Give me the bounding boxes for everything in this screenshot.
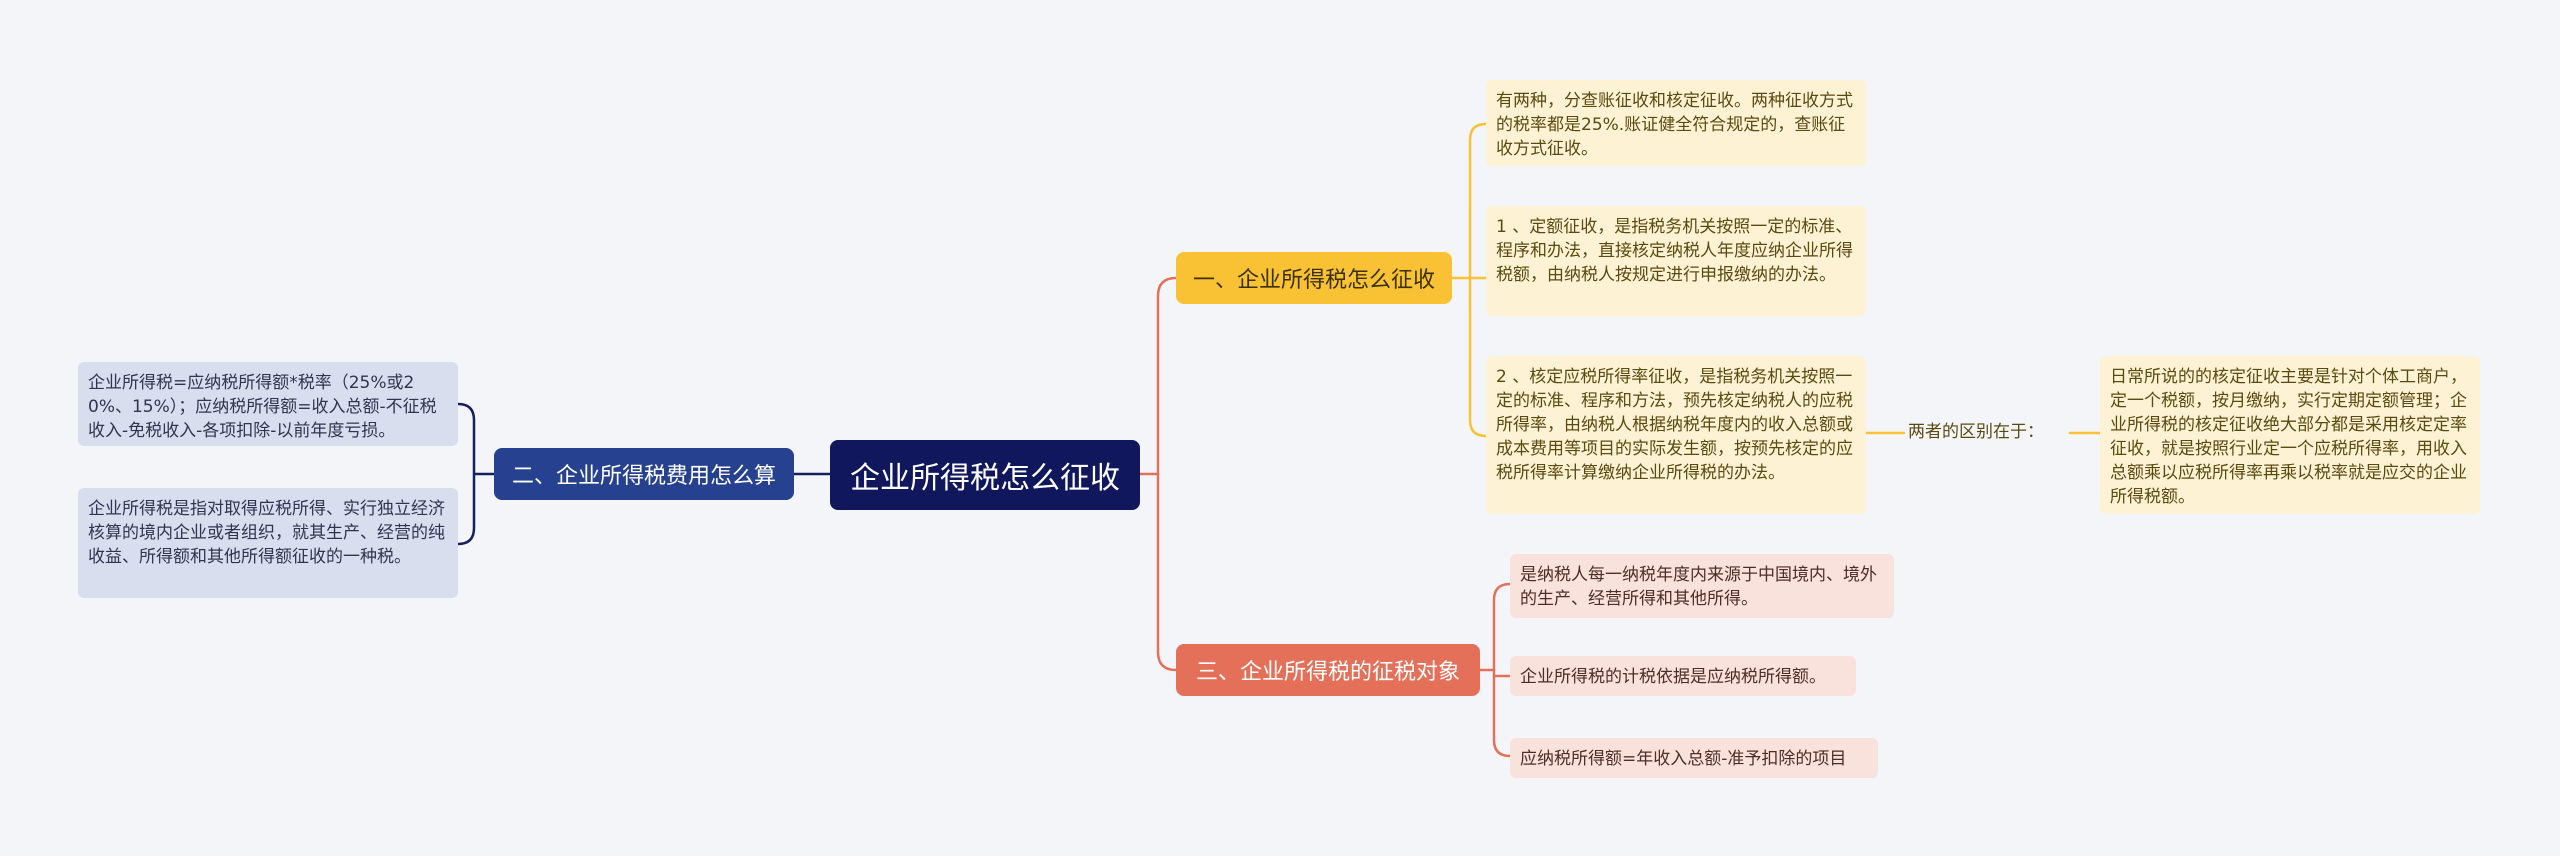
line-topright-bracket xyxy=(1450,122,1488,438)
branch-tax-object-label: 三、企业所得税的征税对象 xyxy=(1195,660,1460,685)
line-bottomright-bracket xyxy=(1478,582,1512,758)
root-label: 企业所得税怎么征收 xyxy=(850,461,1120,496)
branch-collection-method[interactable]: 一、企业所得税怎么征收 xyxy=(1176,252,1452,304)
leaf-two-methods: 有两种，分查账征收和核定征收。两种征收方式的税率都是25%.账证健全符合规定的，… xyxy=(1486,80,1866,166)
leaf-taxable-income-formula: 应纳税所得额=年收入总额-准予扣除的项目 xyxy=(1510,738,1878,778)
leaf-taxable-rate: 2 、核定应税所得率征收，是指税务机关按照一定的标准、程序和方法，预先核定纳税人… xyxy=(1486,356,1866,514)
leaf-tax-definition: 企业所得税是指对取得应税所得、实行独立经济核算的境内企业或者组织，就其生产、经营… xyxy=(78,488,458,598)
line-left-bracket xyxy=(456,402,496,546)
root-node[interactable]: 企业所得税怎么征收 xyxy=(830,440,1140,510)
branch-collection-method-label: 一、企业所得税怎么征收 xyxy=(1192,268,1435,293)
branch-fee-calculation[interactable]: 二、企业所得税费用怎么算 xyxy=(494,448,794,500)
leaf-fixed-amount: 1 、定额征收，是指税务机关按照一定的标准、程序和办法，直接核定纳税人年度应纳企… xyxy=(1486,206,1866,316)
sub-label-difference: 两者的区别在于： xyxy=(1908,422,2044,442)
line-root-right xyxy=(1138,276,1178,672)
leaf-tax-formula: 企业所得税=应纳税所得额*税率（25%或20%、15%）；应纳税所得额=收入总额… xyxy=(78,362,458,446)
leaf-tax-object-scope: 是纳税人每一纳税年度内来源于中国境内、境外的生产、经营所得和其他所得。 xyxy=(1510,554,1894,618)
leaf-tax-basis: 企业所得税的计税依据是应纳税所得额。 xyxy=(1510,656,1856,696)
branch-tax-object[interactable]: 三、企业所得税的征税对象 xyxy=(1176,644,1480,696)
leaf-difference-detail: 日常所说的的核定征收主要是针对个体工商户，定一个税额，按月缴纳，实行定期定额管理… xyxy=(2100,356,2480,514)
branch-fee-calculation-label: 二、企业所得税费用怎么算 xyxy=(511,464,776,489)
